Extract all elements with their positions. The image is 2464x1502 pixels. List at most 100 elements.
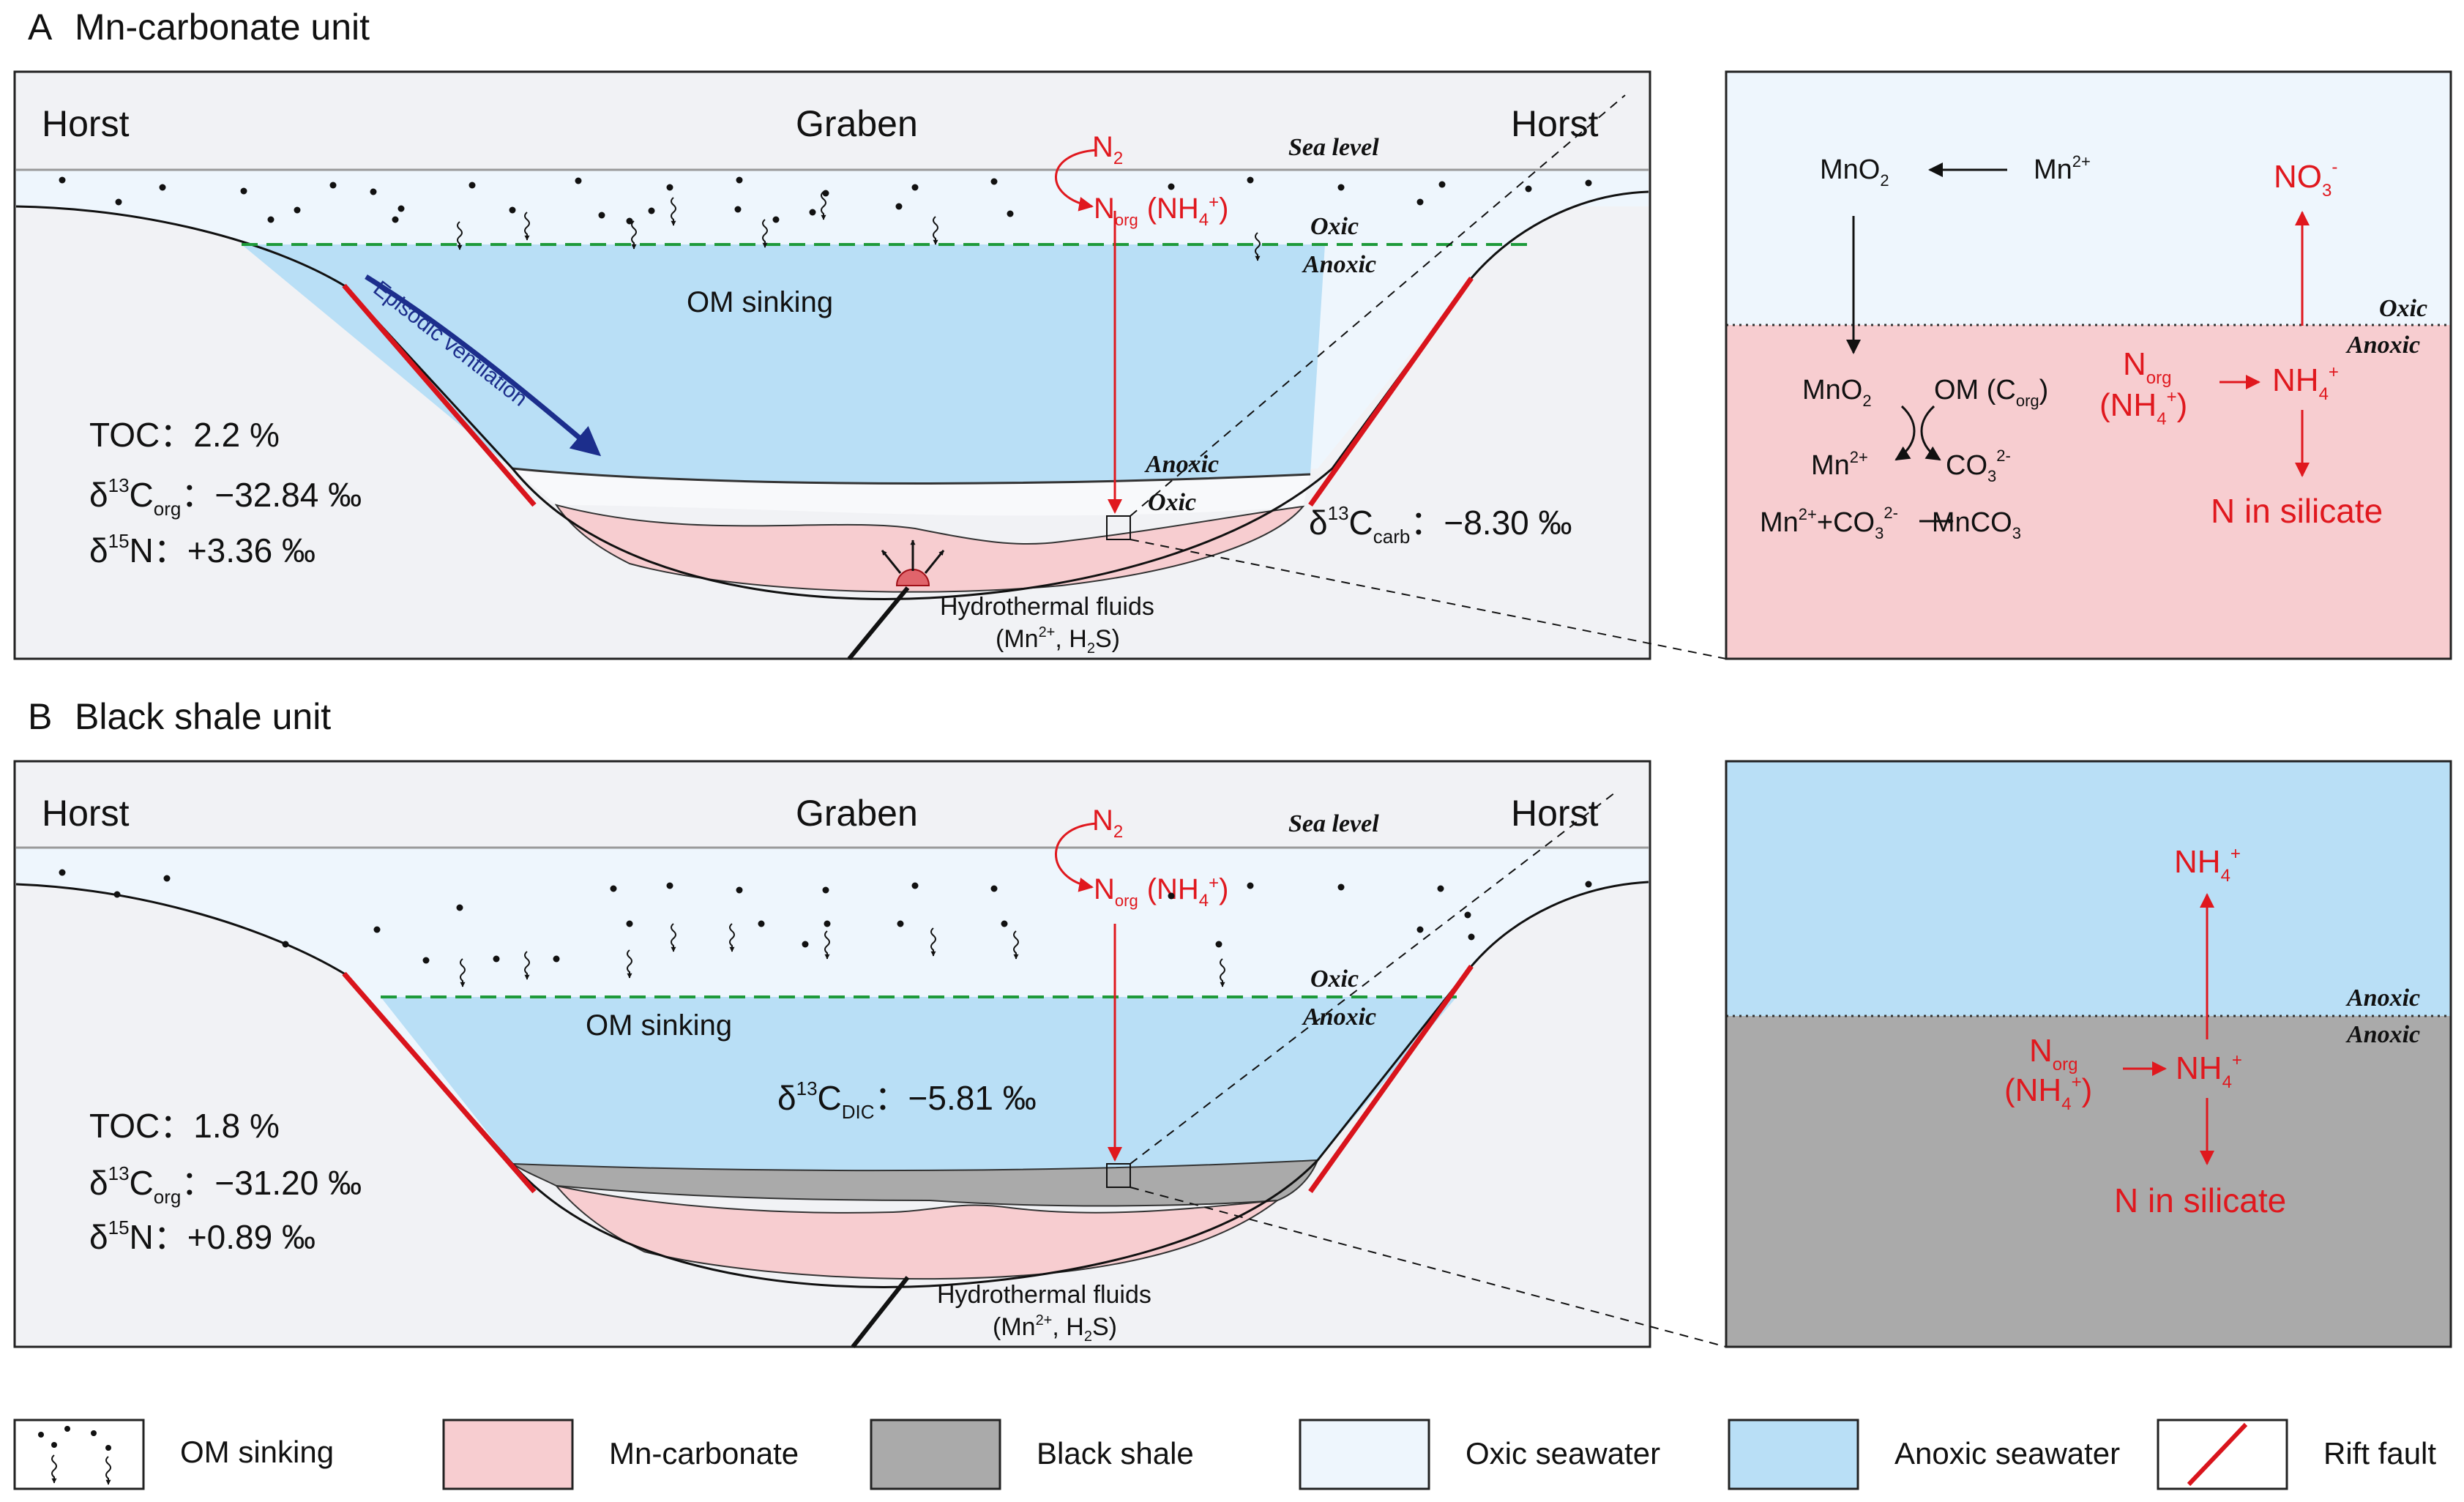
panel-b-hydrothermal-label: Hydrothermal fluids	[937, 1281, 1151, 1309]
om-sinking-arrow-icon	[821, 191, 826, 220]
zoom-a-mno2-top: MnO2	[1820, 154, 1889, 190]
panel-a-rift-fault-left	[342, 283, 537, 507]
zoom-b-nh4: NH4+	[2176, 1050, 2242, 1092]
zoom-b-nh4-paren: (NH4+)	[2004, 1072, 2092, 1114]
om-sinking-arrow-icon	[51, 1454, 57, 1484]
om-particle-icon	[1585, 881, 1592, 888]
panel-a-anoxic-label: Anoxic	[1302, 251, 1376, 278]
om-particle-icon	[1337, 184, 1345, 191]
om-particle-icon	[1416, 926, 1424, 933]
panel-b-zoom-line-top	[1130, 790, 1619, 1165]
om-particle-icon	[1416, 198, 1424, 206]
om-particle-icon	[329, 182, 337, 189]
om-particle-icon	[1001, 920, 1008, 927]
om-sinking-icon	[38, 1426, 111, 1485]
om-particle-icon	[1438, 181, 1446, 188]
panel-a-horst-left: Horst	[42, 103, 130, 144]
panel-b-oxic-water	[16, 848, 1649, 884]
panel-a-rift-fault-right	[1308, 276, 1474, 507]
legend-swatch-om-sinking	[13, 1419, 145, 1490]
om-particle-icon	[648, 207, 655, 214]
panel-b-horst-left: Horst	[42, 793, 130, 834]
om-particle-icon	[734, 206, 742, 213]
om-particle-icon	[897, 920, 904, 927]
om-particle-icon	[553, 955, 560, 963]
panel-b-om-particles	[59, 869, 1592, 987]
om-particle-icon	[1525, 185, 1532, 193]
panel-b-label: B	[28, 696, 52, 737]
om-particle-icon	[822, 886, 829, 894]
om-particle-icon	[758, 920, 765, 927]
zoom-a-mn2: Mn2+	[1811, 448, 1868, 481]
zoom-a-om-corg: OM (Corg)	[1934, 375, 2048, 410]
om-sinking-arrow-icon	[1220, 958, 1225, 987]
om-sinking-arrow-icon	[457, 221, 463, 250]
panel-a-title: Mn-carbonate unit	[75, 7, 370, 48]
zoom-a-no3: NO3-	[2274, 157, 2337, 201]
zoom-a-oxic-zone	[1726, 72, 2451, 325]
panel-b-zoom-line-bottom	[1130, 1187, 1727, 1348]
om-sinking-arrow-icon	[524, 951, 530, 980]
panel-b-d13c-org: δ13Corg：−31.20 ‰	[89, 1162, 362, 1208]
panel-b-hydrothermal-species: (Mn2+, H2S)	[993, 1312, 1117, 1345]
vent-arrow	[881, 550, 902, 574]
om-particle-icon	[1464, 911, 1471, 919]
om-particle-icon	[575, 177, 582, 184]
om-sinking-arrow-icon	[930, 927, 936, 957]
om-sinking-arrow-icon	[933, 216, 938, 245]
om-particle-icon	[822, 190, 829, 197]
om-particle-icon	[990, 885, 998, 892]
om-particle-icon	[468, 182, 476, 189]
panel-b-rift-fault-left	[342, 971, 537, 1194]
legend-label-black-shale: Black shale	[1037, 1436, 1194, 1471]
om-particle-icon	[1247, 882, 1254, 889]
om-sinking-arrow-icon	[627, 949, 632, 979]
om-particle-icon	[163, 875, 171, 882]
om-particle-icon	[493, 955, 500, 963]
panel-a-horst-right: Horst	[1511, 103, 1599, 144]
legend-item-rift-fault: Rift fault	[2157, 1419, 2436, 1490]
om-particle-icon	[1437, 885, 1444, 892]
zoom-a-reduction-arrow	[1894, 405, 1916, 461]
panel-a-d13c-carb: δ13Ccarb：−8.30 ‰	[1309, 502, 1572, 548]
om-sinking-arrow-icon	[671, 923, 676, 952]
om-particle-icon	[373, 926, 381, 933]
legend-item-mn-carbonate: Mn-carbonate	[442, 1419, 799, 1490]
panel-a-oxic-water	[16, 170, 1649, 206]
legend-swatch-anoxic-seawater	[1728, 1419, 1859, 1490]
legend-item-oxic-seawater: Oxic seawater	[1299, 1419, 1660, 1490]
om-particle-icon	[666, 882, 673, 889]
legend-label-oxic-seawater: Oxic seawater	[1466, 1436, 1660, 1471]
panel-b-d13c-dic: δ13CDIC：−5.81 ‰	[777, 1077, 1037, 1123]
panel-a-label: A	[28, 7, 53, 48]
om-sinking-arrow-icon	[524, 212, 530, 241]
om-particle-icon	[598, 212, 605, 219]
zoom-a-oxic-label: Oxic	[2379, 295, 2427, 322]
zoom-b-anoxic-lower-label: Anoxic	[2345, 1021, 2420, 1048]
om-particle-icon	[824, 920, 831, 927]
panel-a-oxic-label: Oxic	[1310, 213, 1359, 240]
om-sinking-arrow-icon	[824, 930, 830, 960]
zoom-a-norg: Norg	[2123, 346, 2171, 388]
om-sinking-arrow-icon	[631, 220, 637, 250]
om-sinking-arrow-icon	[729, 923, 735, 952]
zoom-a-n-in-silicate: N in silicate	[2211, 492, 2383, 530]
om-particle-icon	[397, 205, 405, 212]
zoom-a-reaction: Mn2++CO32-MnCO3	[1760, 504, 2021, 542]
panel-b-rift-fault-right	[1308, 964, 1474, 1194]
om-particle-icon	[64, 1426, 70, 1432]
panel-a-fault-below	[847, 586, 910, 660]
panel-a-zoom-line-top	[1130, 94, 1626, 517]
om-particle-icon	[370, 188, 377, 195]
om-particle-icon	[911, 882, 919, 889]
om-particle-icon	[294, 206, 301, 214]
legend-label-mn-carbonate: Mn-carbonate	[609, 1436, 799, 1471]
panel-b-fault-below	[851, 1276, 910, 1348]
zoom-b-norg: Norg	[2029, 1033, 2077, 1075]
panel-b-n2-fixation-arrow	[1055, 822, 1097, 892]
legend-swatch-oxic-seawater	[1299, 1419, 1430, 1490]
om-particle-icon	[809, 209, 816, 216]
om-sinking-arrow-icon	[671, 197, 676, 226]
zoom-b-anoxic-water-zone	[1726, 761, 2451, 1016]
